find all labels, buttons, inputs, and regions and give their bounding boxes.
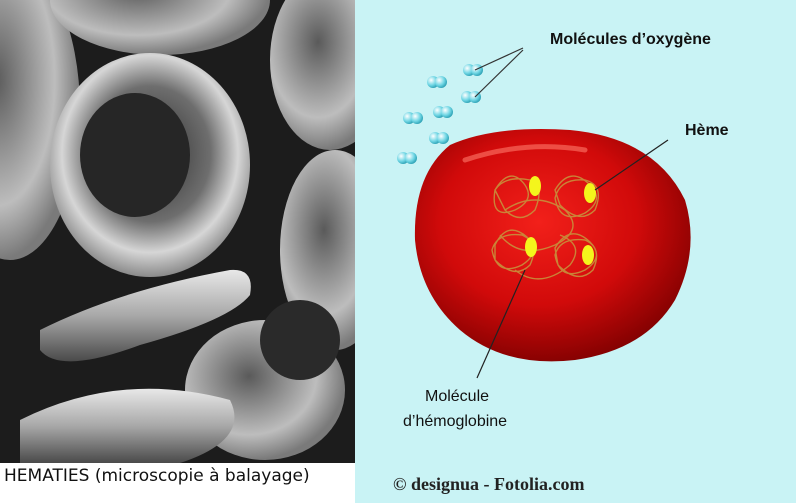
cell-bottom	[20, 388, 235, 463]
image-credit: © designua - Fotolia.com	[393, 474, 585, 494]
oxygen-molecule	[427, 76, 447, 88]
oxygen-molecule	[433, 106, 453, 118]
oxygen-molecule	[397, 152, 417, 164]
diagram-graphic	[397, 47, 691, 379]
hemoglobin-diagram: Molécules d’oxygène Hème Molécule d’hémo…	[355, 0, 796, 503]
oxygen-leader-line	[474, 47, 524, 71]
heme-group	[529, 176, 541, 196]
cell-bottom-dimple	[260, 300, 340, 380]
heme-label: Hème	[685, 122, 729, 139]
hemoglobin-label-line1: Molécule	[425, 388, 490, 405]
micrograph-image	[0, 0, 355, 463]
cell-highlight	[462, 144, 588, 163]
oxygen-molecule	[403, 112, 423, 124]
hemoglobin-label-line2: d’hémoglobine	[403, 413, 508, 430]
micrograph-caption: HEMATIES (microscopie à balayage)	[0, 463, 355, 503]
oxygen-label: Molécules d’oxygène	[550, 31, 711, 48]
cell-side-view	[40, 269, 251, 362]
cell-right	[280, 150, 355, 350]
oxygen-molecule	[429, 132, 449, 144]
oxygen-leader-line	[474, 49, 524, 98]
heme-groups	[525, 176, 596, 265]
oxygen-molecules	[397, 64, 483, 164]
cell-top	[50, 0, 270, 55]
hemoglobin-leader-line	[476, 269, 526, 379]
oxygen-molecule	[461, 91, 481, 103]
heme-group	[582, 245, 594, 265]
cell-center-dimple	[80, 93, 190, 217]
micrograph-panel: HEMATIES (microscopie à balayage)	[0, 0, 355, 503]
cell-top-right	[270, 0, 355, 150]
heme-leader-line	[594, 139, 669, 191]
heme-group	[525, 237, 537, 257]
heme-group	[584, 183, 596, 203]
oxygen-molecule	[463, 64, 483, 76]
